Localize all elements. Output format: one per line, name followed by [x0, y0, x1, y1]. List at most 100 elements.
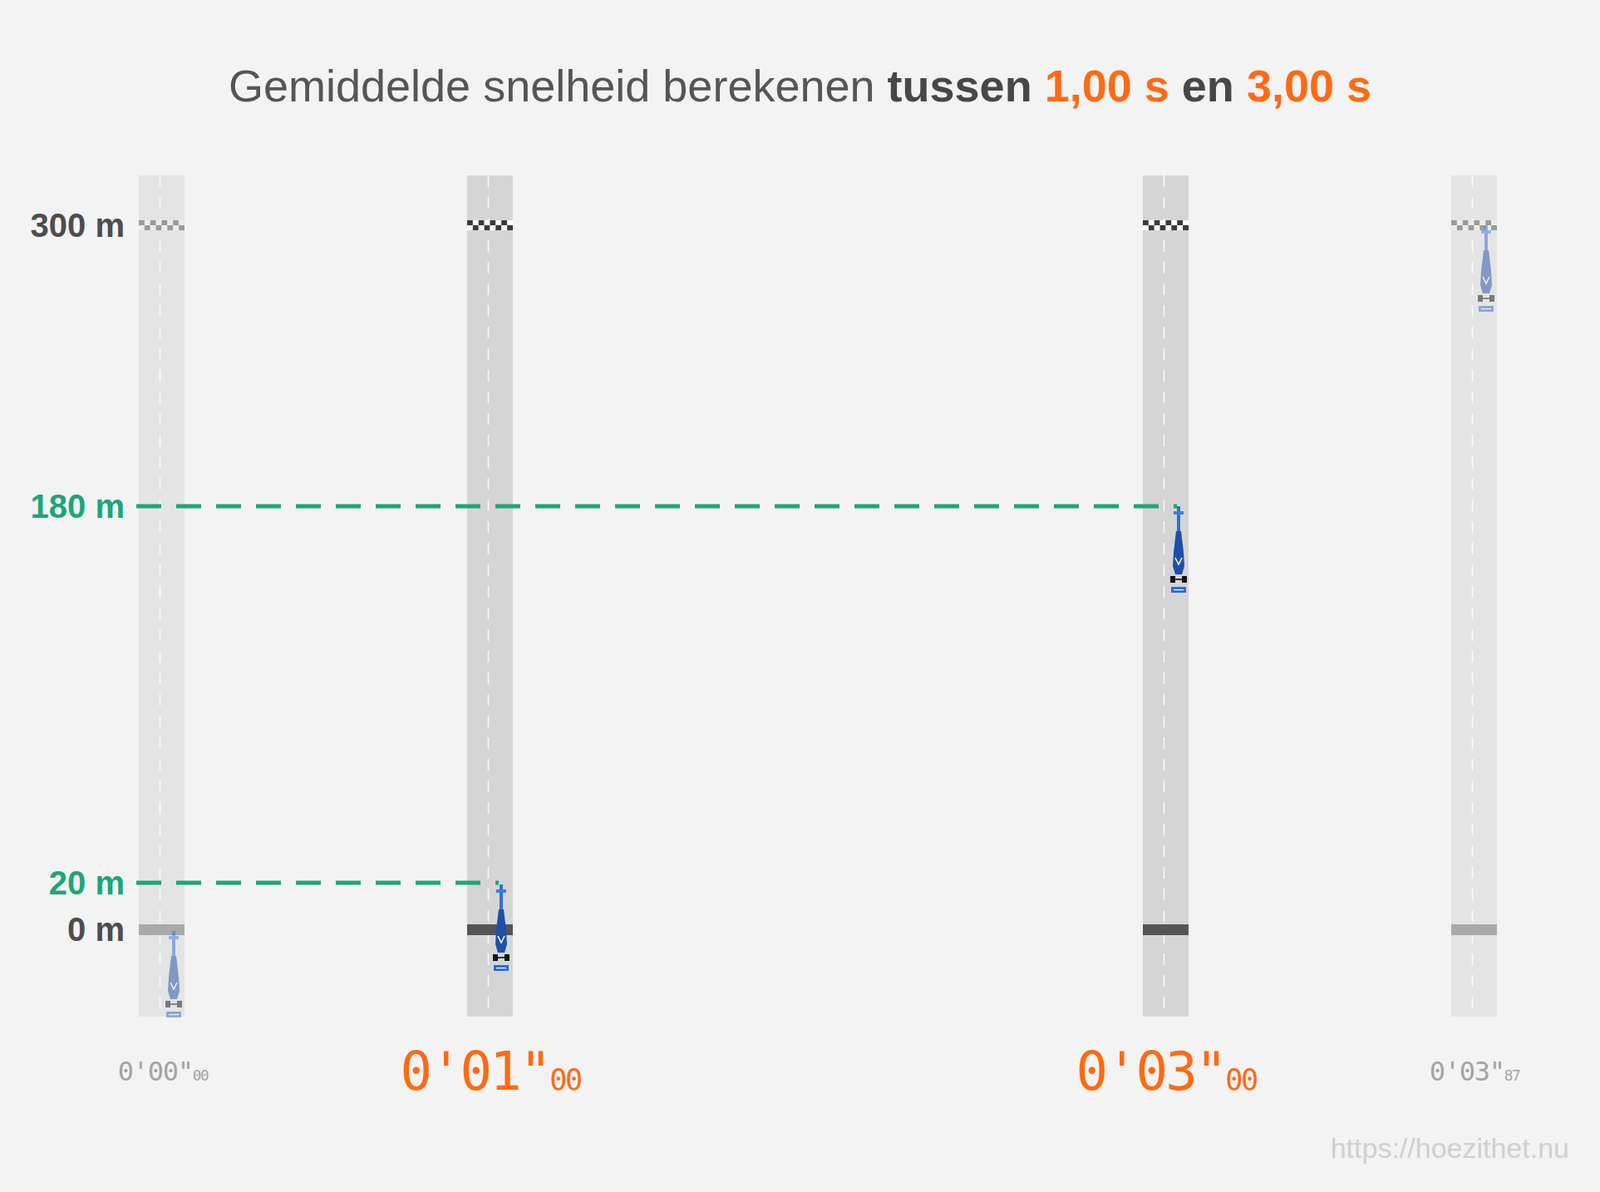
car-wheel — [177, 1000, 183, 1008]
finish-square — [1468, 225, 1475, 231]
finish-square — [1148, 220, 1155, 226]
race-car — [492, 884, 510, 971]
lane-center-line — [487, 175, 490, 1017]
car-nose — [172, 930, 176, 960]
start-line — [1142, 924, 1189, 936]
finish-square — [490, 225, 497, 231]
finish-square — [162, 220, 168, 226]
race-car — [165, 930, 183, 1018]
car-cockpit — [497, 935, 505, 943]
title: Gemiddelde snelheid berekenen tussen 1,0… — [0, 59, 1600, 112]
race-lane — [1451, 175, 1497, 1017]
finish-square — [150, 220, 157, 226]
finish-square — [1491, 225, 1497, 231]
title-word: Gemiddelde — [228, 60, 471, 111]
lanes — [138, 175, 1497, 1017]
lane-road — [1142, 175, 1189, 1017]
car-rear-wing — [493, 964, 509, 971]
title-word: s — [1346, 60, 1372, 111]
car-nose — [1176, 506, 1181, 535]
finish-square — [467, 220, 473, 226]
finish-square — [1154, 225, 1161, 231]
car-wheel — [504, 954, 510, 961]
car-front-wing — [1173, 511, 1184, 515]
finish-square — [1479, 220, 1486, 226]
finish-square — [150, 225, 157, 231]
time-hundredths: 00 — [1225, 1062, 1256, 1097]
finish-square — [167, 225, 173, 231]
finish-square — [156, 225, 163, 231]
time-main: 0'03" — [1429, 1055, 1505, 1088]
car-wheel — [165, 1000, 171, 1008]
finish-square — [1182, 225, 1189, 231]
lane-road — [467, 175, 513, 1017]
finish-square — [1182, 220, 1189, 226]
finish-square — [472, 220, 479, 226]
car-rear-wing — [1171, 586, 1187, 593]
car-body — [1172, 531, 1185, 575]
finish-square — [144, 225, 151, 231]
finish-square — [1451, 220, 1458, 226]
distance-label: 180 m — [30, 487, 125, 526]
finish-square — [144, 220, 151, 226]
car-body — [167, 955, 180, 1000]
finish-square — [490, 220, 497, 226]
finish-square — [138, 220, 145, 226]
finish-square — [156, 220, 163, 226]
car-nose — [499, 884, 503, 913]
time-display: 0'03"00 — [1075, 1040, 1256, 1103]
car-nose — [1484, 225, 1488, 254]
finish-square — [1457, 225, 1463, 231]
finish-square — [1491, 220, 1497, 226]
time-main: 0'03" — [1075, 1040, 1226, 1103]
lane-road — [138, 175, 185, 1017]
finish-square — [1148, 225, 1155, 231]
finish-square — [1468, 220, 1475, 226]
finish-square — [472, 225, 479, 231]
title-word: berekenen — [662, 60, 875, 111]
lane-center-line — [1472, 175, 1474, 1017]
distance-guide-line — [136, 881, 499, 886]
finish-square — [467, 225, 473, 231]
race-lane — [1142, 175, 1189, 1017]
start-line — [138, 924, 185, 936]
car-rear-wing-stripe — [496, 967, 507, 969]
race-lane — [467, 175, 513, 1017]
finish-square — [495, 220, 502, 226]
car-cockpit — [170, 982, 178, 990]
car-rear-wing-stripe — [168, 1014, 179, 1015]
car-body — [1480, 250, 1492, 294]
finish-square — [478, 220, 485, 226]
finish-square — [1457, 220, 1463, 226]
finish-square — [495, 225, 502, 231]
finish-square — [1462, 220, 1469, 226]
title-word: en — [1181, 60, 1235, 111]
car-wheel — [1181, 576, 1187, 583]
time-display: 0'01"00 — [399, 1040, 581, 1103]
car-cockpit — [1482, 276, 1490, 284]
finish-square — [1154, 220, 1161, 226]
finish-square — [1485, 220, 1492, 226]
time-display: 0'00"00 — [118, 1055, 209, 1088]
lane-center-line — [159, 175, 162, 1017]
finish-square — [478, 225, 485, 231]
finish-square — [484, 225, 491, 231]
car-rear-wing-stripe — [1481, 308, 1492, 310]
finish-square — [501, 225, 508, 231]
finish-square — [1142, 220, 1149, 226]
lane-center-line — [1163, 175, 1166, 1017]
car-axle — [170, 1003, 178, 1005]
finish-square — [1474, 220, 1481, 226]
car-front-wing — [496, 889, 507, 893]
finish-square — [178, 225, 185, 231]
car-axle — [497, 956, 505, 959]
finish-square — [1166, 225, 1172, 231]
car-wheel — [1170, 576, 1176, 583]
finish-square — [172, 225, 179, 231]
title-word: 3,00 — [1246, 60, 1335, 111]
lane-road — [1451, 175, 1497, 1017]
car-cockpit — [1175, 557, 1182, 565]
title-word: tussen — [887, 60, 1033, 111]
